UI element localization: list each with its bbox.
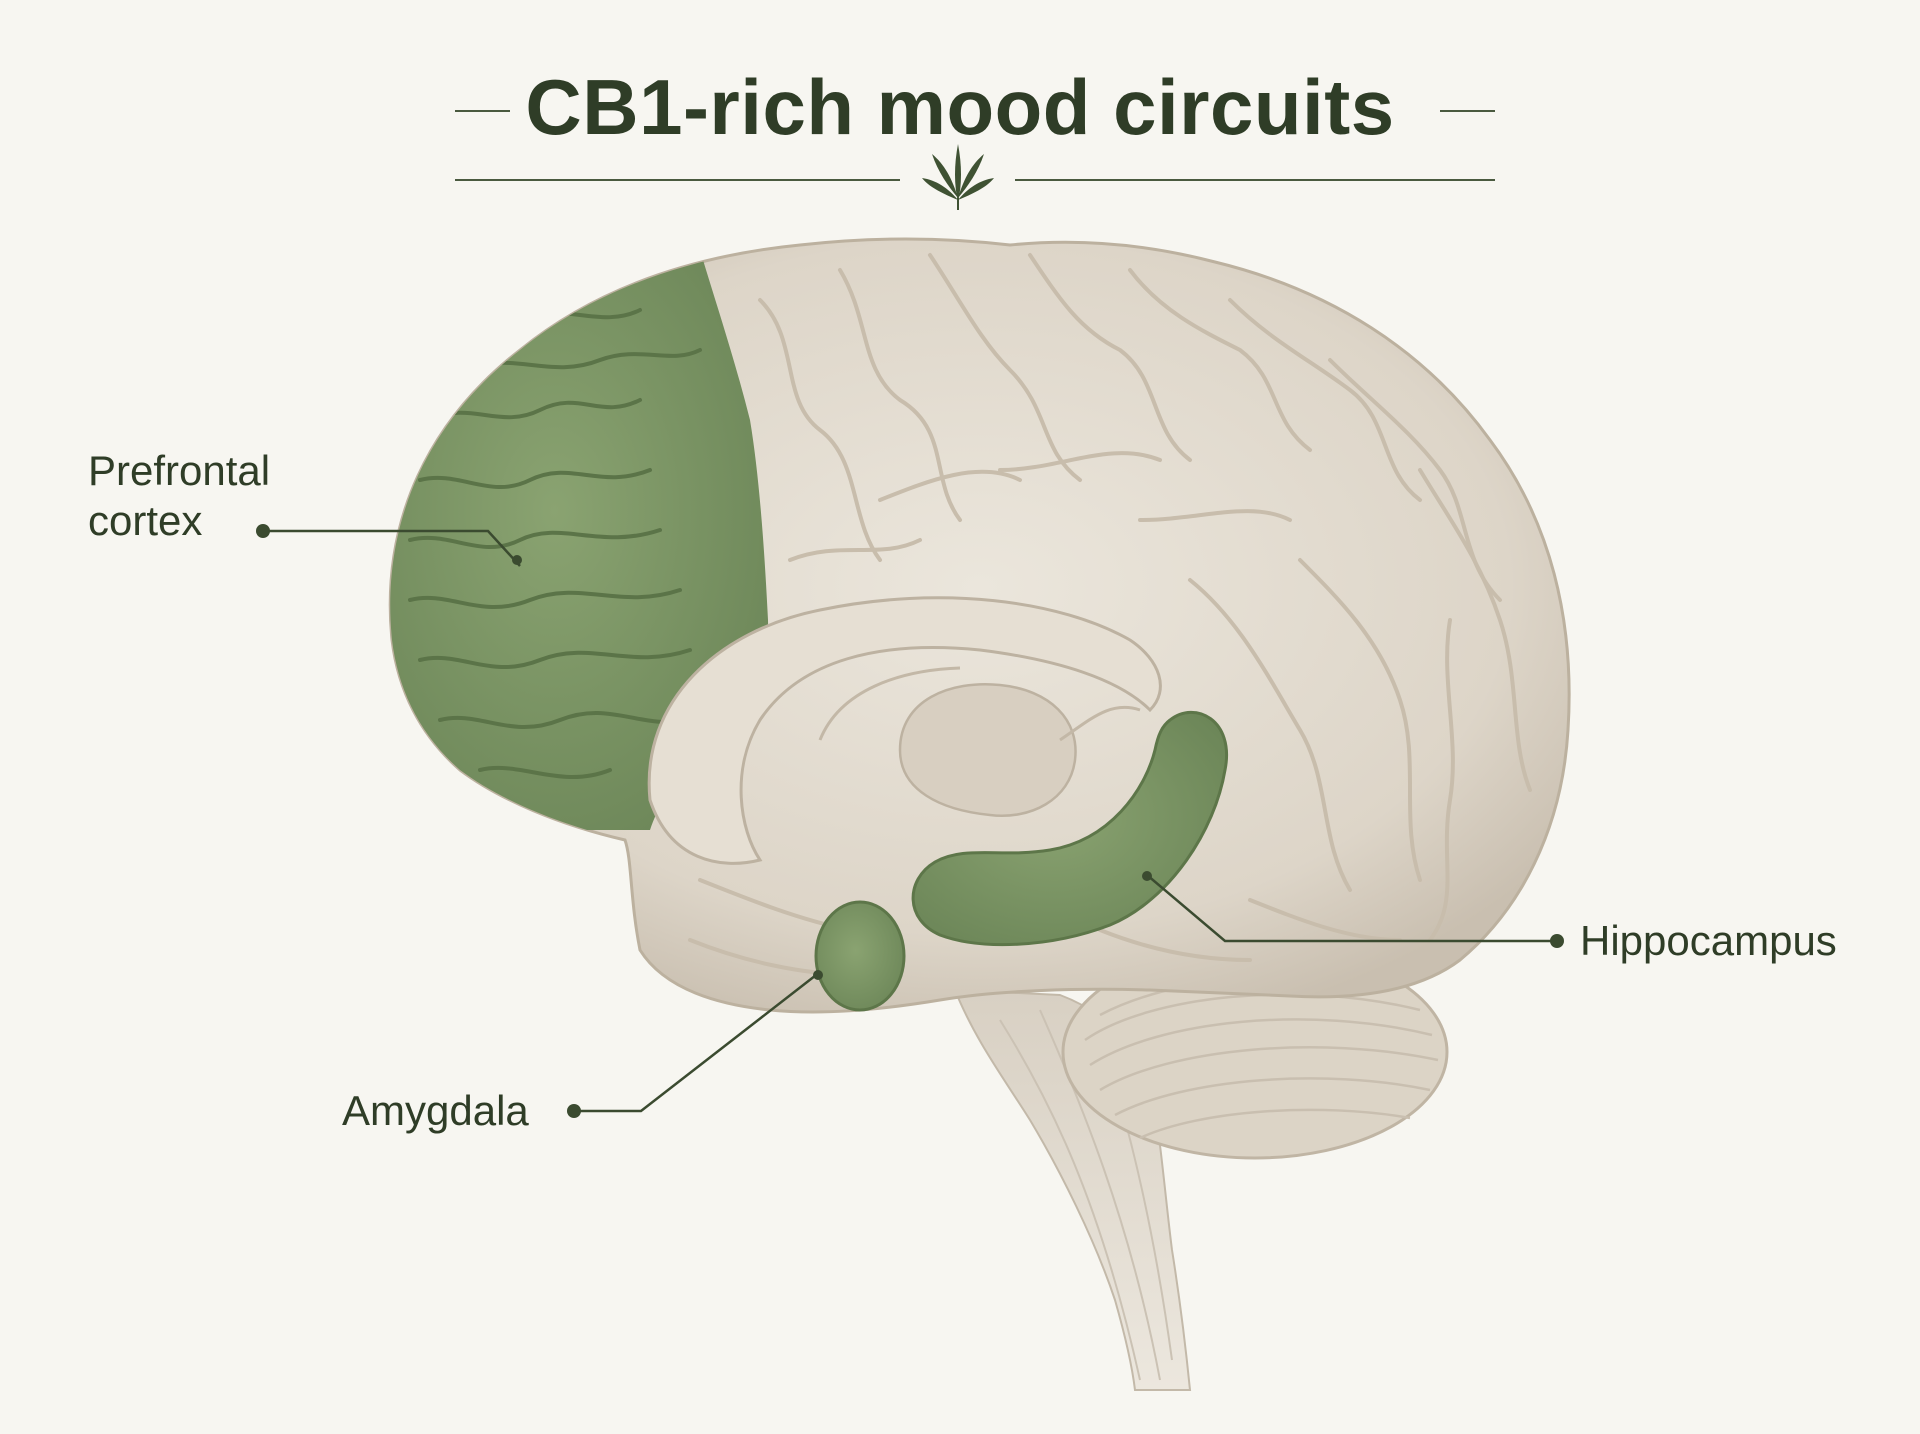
hippocampus-leader-line — [1146, 874, 1553, 943]
title-decoration — [455, 110, 1495, 181]
amygdala-region — [814, 900, 906, 1012]
amygdala-label: Amygdala — [342, 1087, 529, 1134]
prefrontal-label-dot — [256, 524, 270, 538]
prefrontal-target-dot — [512, 555, 522, 565]
hippocampus-label: Hippocampus — [1580, 917, 1837, 964]
leader-lines — [263, 529, 1553, 1113]
prefrontal-cortex-region — [390, 250, 769, 830]
cerebellum — [1061, 944, 1449, 1160]
hippocampus-label-dot — [1550, 934, 1564, 948]
prefrontal-label-line2: cortex — [88, 497, 203, 544]
amygdala-target-dot — [813, 970, 823, 980]
limbic-arc — [647, 596, 1162, 865]
amygdala-label-dot — [567, 1104, 581, 1118]
prefrontal-gyri-texture — [408, 308, 702, 779]
amygdala-leader-line — [574, 971, 821, 1113]
prefrontal-leader-line — [263, 529, 521, 567]
prefrontal-cortex-label: Prefrontal cortex — [88, 446, 348, 546]
gyri-texture — [688, 253, 1532, 977]
diagram-title: CB1-rich mood circuits — [525, 63, 1395, 151]
leader-dots — [256, 524, 1564, 1118]
cannabis-leaf-icon — [922, 144, 994, 210]
hippocampus-target-dot — [1142, 871, 1152, 881]
prefrontal-label-line1: Prefrontal — [88, 447, 271, 494]
hippocampus-region — [911, 710, 1228, 947]
